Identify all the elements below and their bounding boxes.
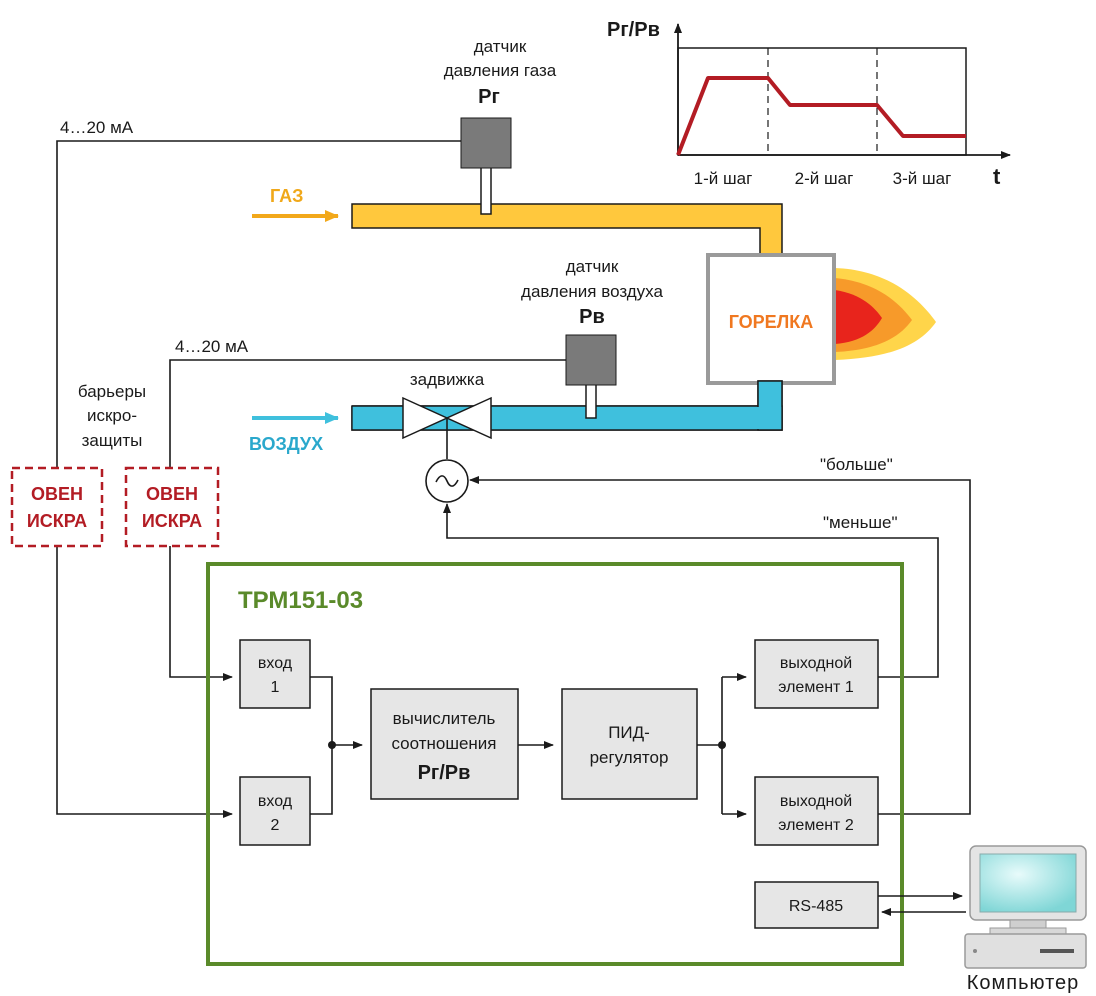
barriers-caption-3: защиты: [82, 431, 143, 450]
air-pressure-sensor: датчик давления воздуха Рв: [521, 257, 663, 419]
computer-icon: [964, 845, 1087, 969]
output-element-2-block: [754, 776, 879, 846]
gas-sensor-caption-1: датчик: [474, 37, 527, 56]
signal-wires: [56, 140, 971, 818]
input-2-line-2: 2: [271, 817, 280, 834]
rs485-label: RS-485: [789, 898, 843, 915]
pid-line-1: ПИД-: [608, 723, 650, 742]
graph-ratio-curve: [676, 76, 966, 156]
input-1-line-1: вход: [258, 655, 293, 672]
air-sensor-symbol: Рв: [579, 306, 605, 328]
pid-line-2: регулятор: [590, 748, 669, 767]
computer-label: Компьютер: [967, 972, 1080, 994]
gas-label: ГАЗ: [270, 186, 303, 206]
graph-step-3: 3-й шаг: [893, 169, 952, 188]
input-1-line-2: 1: [271, 679, 280, 696]
pid-regulator-block: [561, 688, 698, 800]
barrier-1: [10, 466, 104, 548]
barriers-caption-1: барьеры: [78, 382, 146, 401]
gas-pipe: [351, 203, 783, 257]
air-sensor-caption-1: датчик: [566, 257, 619, 276]
graph-y-label: Рг/Рв: [607, 19, 660, 41]
burner-box: [706, 253, 836, 385]
calc-line-1: вычислитель: [393, 709, 496, 728]
valve: задвижка: [402, 370, 492, 503]
rs485-block: [754, 881, 879, 929]
graph-frame: [677, 47, 967, 156]
current-signal-air: 4…20 мА: [175, 337, 249, 356]
signal-more-label: "больше": [820, 455, 893, 474]
air-label: ВОЗДУХ: [249, 434, 323, 454]
burner-label: ГОРЕЛКА: [729, 312, 814, 332]
burner: ГОРЕЛКА: [706, 253, 936, 385]
output-element-1-block: [754, 639, 879, 709]
out-1-line-2: элемент 1: [778, 679, 854, 696]
current-signal-gas: 4…20 мА: [60, 118, 134, 137]
controller-title: ТРМ151-03: [238, 587, 363, 614]
input-2-line-1: вход: [258, 793, 293, 810]
controller-trm151: ТРМ151-03 вход 1 вход 2 вычислитель соот…: [206, 562, 904, 966]
controller-frame: [206, 562, 904, 966]
barrier-2-line-1: ОВЕН: [146, 484, 198, 504]
gas-pressure-sensor: датчик давления газа Рг: [444, 37, 557, 215]
barrier-1-line-1: ОВЕН: [31, 484, 83, 504]
barrier-2-line-2: ИСКРА: [142, 511, 202, 531]
ratio-graph: Рг/Рв t 1-й шаг 2-й шаг 3-й шаг: [607, 19, 1011, 189]
graph-step-2: 2-й шаг: [795, 169, 854, 188]
barriers-caption-2: искро-: [87, 406, 137, 425]
out-2-line-1: выходной: [780, 793, 852, 810]
input-2-block: [239, 776, 311, 846]
spark-barriers: барьеры искро- защиты ОВЕН ИСКРА ОВЕН ИС…: [10, 382, 220, 548]
barrier-2: [124, 466, 220, 548]
air-sensor-caption-2: давления воздуха: [521, 282, 663, 301]
graph-x-label: t: [993, 164, 1001, 189]
out-2-line-2: элемент 2: [778, 817, 854, 834]
gas-sensor-caption-2: давления газа: [444, 61, 557, 80]
flame-inner: [835, 290, 882, 344]
ratio-calculator-block: [370, 688, 519, 800]
calc-line-3: Рг/Рв: [418, 762, 471, 784]
valve-label: задвижка: [410, 370, 485, 389]
gas-sensor-symbol: Рг: [478, 86, 500, 108]
gas-pipeline: ГАЗ: [252, 186, 783, 257]
graph-step-1: 1-й шаг: [694, 169, 753, 188]
input-1-block: [239, 639, 311, 709]
barrier-1-line-2: ИСКРА: [27, 511, 87, 531]
calc-line-2: соотношения: [391, 734, 496, 753]
out-1-line-1: выходной: [780, 655, 852, 672]
signal-less-label: "меньше": [823, 513, 898, 532]
air-pipeline: ВОЗДУХ: [249, 380, 783, 454]
